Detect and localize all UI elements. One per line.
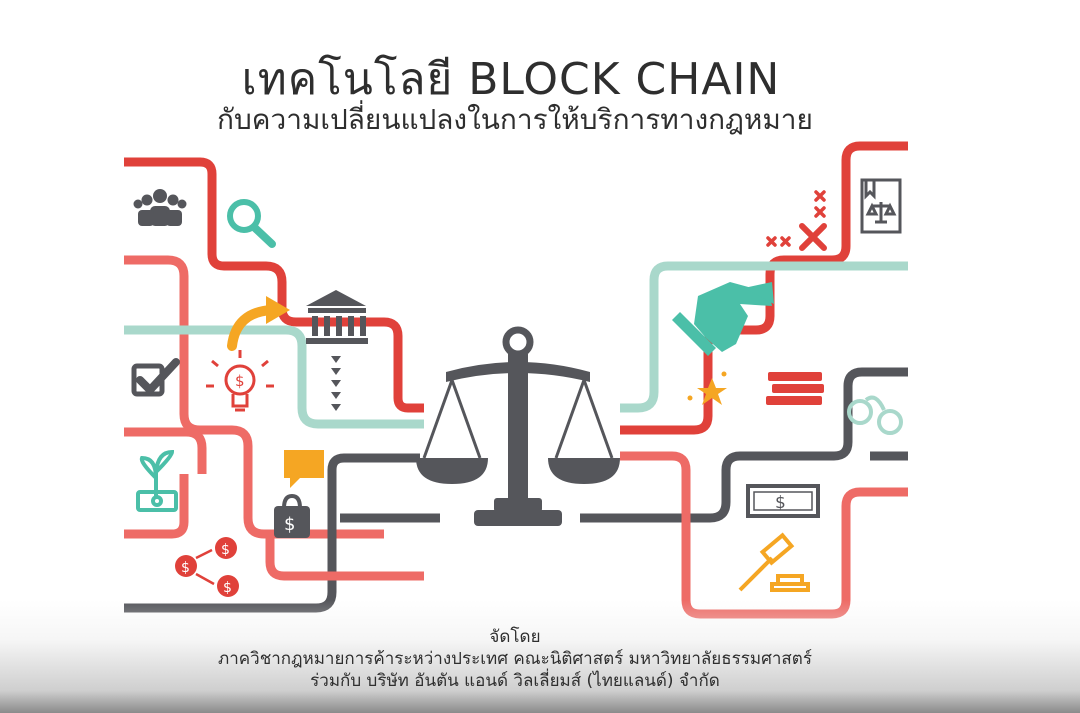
footer-gradient	[0, 600, 1080, 713]
svg-text:$: $	[775, 493, 786, 513]
page-title: เทคโนโลยี BLOCK CHAIN	[241, 54, 781, 105]
scales-of-justice-icon	[416, 326, 620, 526]
footer-credits: จัดโดย ภาควิชากฎหมายการค้าระหว่างประเทศ …	[0, 626, 1030, 692]
speech-bubble-icon	[284, 450, 324, 488]
organizer-line: ภาควิชากฎหมายการค้าระหว่างประเทศ คณะนิติ…	[218, 649, 812, 669]
svg-text:$: $	[284, 514, 295, 535]
lightbulb-dollar-icon: $	[206, 350, 274, 412]
svg-text:$: $	[221, 542, 230, 558]
page-subtitle: กับความเปลี่ยนแปลงในการให้บริการทางกฎหมา…	[217, 103, 813, 136]
banknote-icon: $	[746, 484, 820, 518]
down-arrows-icon	[331, 356, 341, 411]
path-mint-left	[124, 325, 424, 429]
cross-marks-icon	[766, 190, 827, 251]
bank-icon	[306, 290, 368, 344]
path-charcoal-right	[580, 367, 908, 523]
handshake-icon	[672, 282, 774, 356]
books-icon	[766, 372, 824, 405]
money-bag-icon: $	[274, 494, 310, 538]
path-mint-right	[620, 261, 908, 413]
stars-icon	[687, 371, 727, 405]
checkmark-icon	[131, 358, 180, 397]
co-organizer-line: ร่วมกับ บริษัท อันตัน แอนด์ วิลเลี่ยมส์ …	[310, 671, 720, 691]
path-salmon-bottom-left	[265, 534, 424, 581]
path-salmon-right	[620, 451, 908, 619]
path-red-mid-left	[124, 427, 207, 474]
svg-text:$: $	[223, 580, 232, 596]
svg-text:$: $	[235, 372, 245, 390]
law-document-icon	[860, 178, 902, 234]
organized-by-label: จัดโดย	[489, 627, 541, 647]
plant-money-icon	[136, 449, 178, 512]
path-red-lower-left	[124, 474, 189, 539]
arrow-icon	[227, 296, 290, 351]
path-salmon-left	[124, 255, 384, 539]
gavel-icon	[738, 532, 810, 592]
handcuffs-icon	[847, 395, 903, 435]
path-red-top-left	[124, 157, 424, 413]
dollar-coins-icon: $ $ $	[175, 537, 239, 597]
svg-text:$: $	[181, 560, 190, 576]
search-icon	[227, 199, 276, 248]
people-icon	[133, 189, 187, 226]
